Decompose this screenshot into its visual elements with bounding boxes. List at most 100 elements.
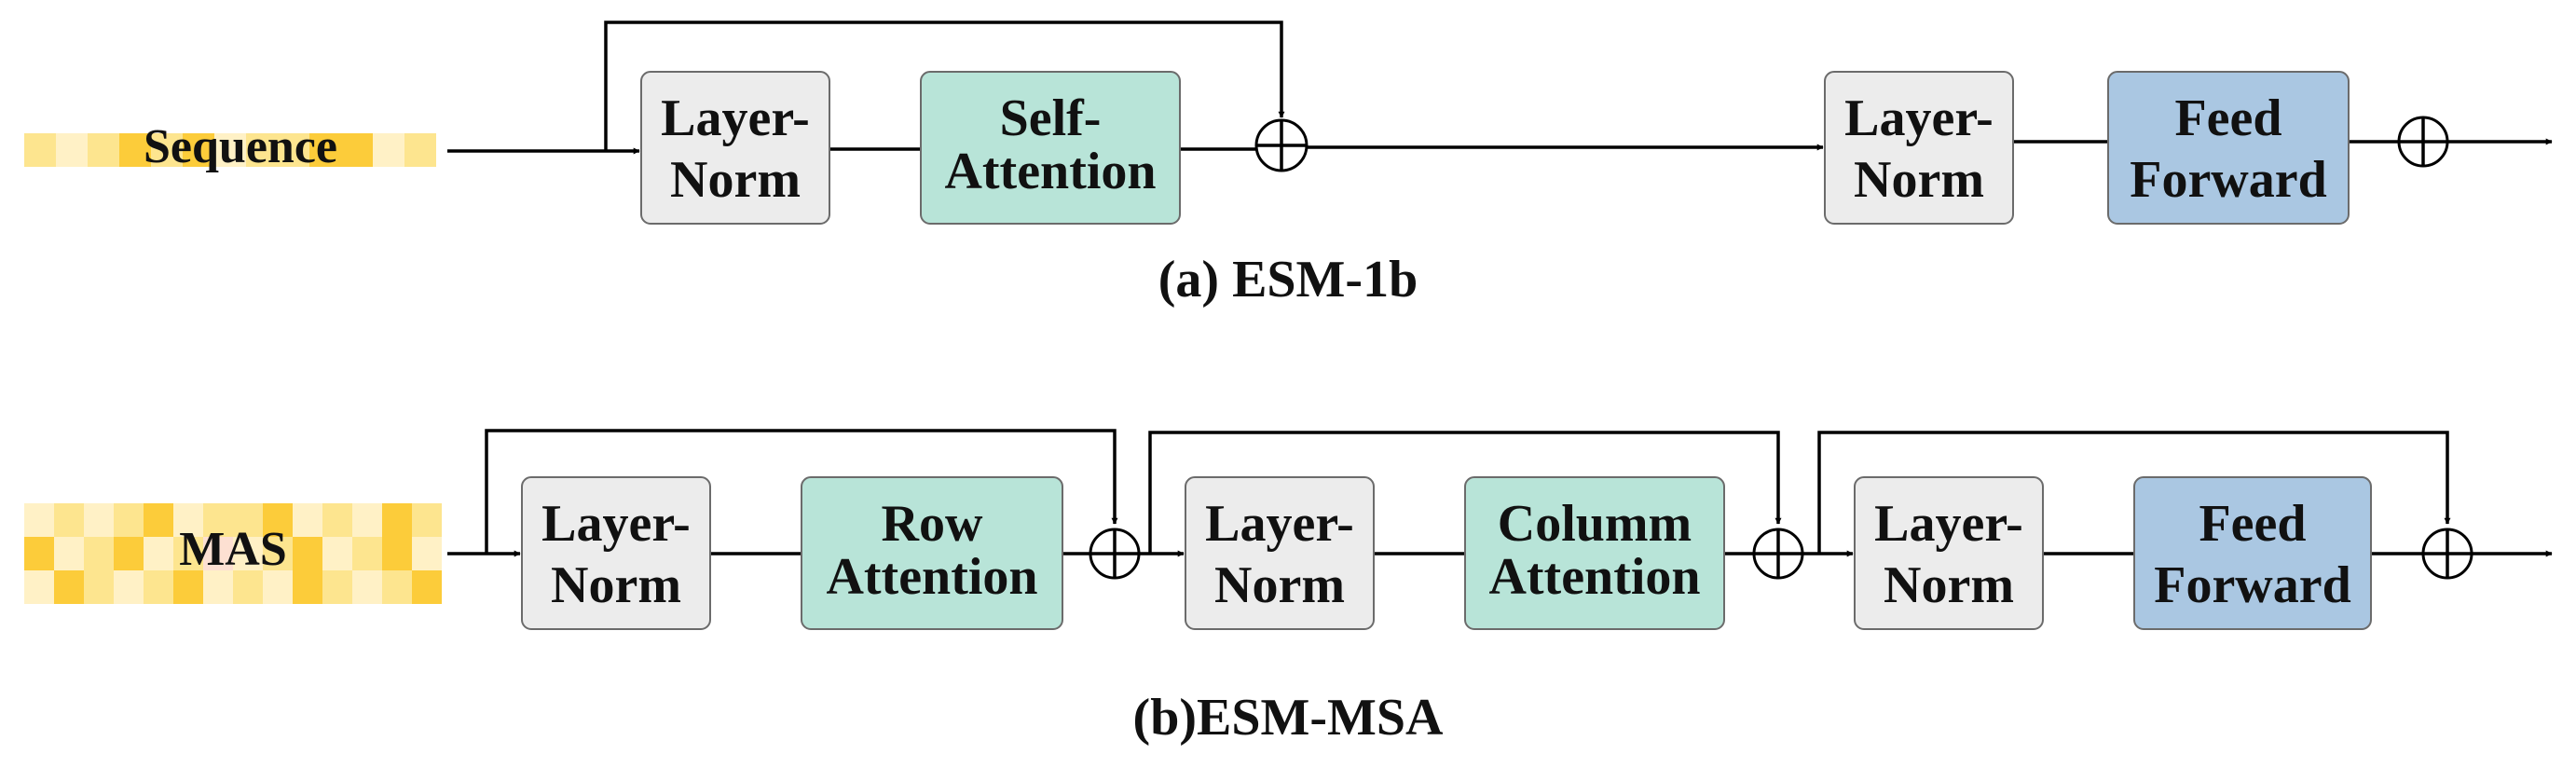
sequence-tile xyxy=(278,133,309,167)
caption-b: (b)ESM-MSA xyxy=(1133,689,1444,747)
mas-tile xyxy=(382,503,412,537)
mas-tile xyxy=(233,503,263,537)
sequence-tile xyxy=(309,133,341,167)
residual-connection xyxy=(604,21,1285,151)
mas-tile xyxy=(24,537,54,570)
mas-tile xyxy=(84,503,114,537)
add-operator xyxy=(1752,528,1804,580)
sequence-tile xyxy=(56,133,88,167)
mas-tile xyxy=(24,503,54,537)
mas-tile xyxy=(352,570,382,604)
mas-tile xyxy=(24,570,54,604)
esm-msa-diagram: MAS Layer- Norm Row Attention xyxy=(24,429,2553,747)
caption-a: (a) ESM-1b xyxy=(1158,251,1418,309)
layernorm-block: Layer- Norm xyxy=(640,71,830,225)
add-operator xyxy=(1089,528,1141,580)
mas-tile xyxy=(114,570,144,604)
column-attention-line2: Attention xyxy=(1488,548,1700,606)
sequence-tile xyxy=(341,133,373,167)
mas-tile xyxy=(233,570,263,604)
mas-tile xyxy=(144,570,173,604)
mas-tile xyxy=(144,537,173,570)
mas-input: MAS xyxy=(24,503,442,604)
layernorm-block: Layer- Norm xyxy=(1854,476,2044,630)
row-attention-line2: Attention xyxy=(826,548,1037,606)
feed-forward-block: Feed Forward xyxy=(2133,476,2372,630)
mas-tile xyxy=(412,570,442,604)
feedforward-line2: Forward xyxy=(2130,151,2327,209)
sequence-tile xyxy=(214,133,246,167)
mas-tile xyxy=(203,537,233,570)
mas-tile xyxy=(263,570,293,604)
sequence-tile xyxy=(88,133,119,167)
layernorm-line1: Layer- xyxy=(541,495,691,553)
layernorm-line2: Norm xyxy=(1854,151,1984,209)
layernorm-line2: Norm xyxy=(670,151,801,209)
residual-connection xyxy=(485,429,1118,554)
add-operator xyxy=(1254,118,1309,172)
layernorm-block: Layer- Norm xyxy=(1824,71,2014,225)
mas-tile xyxy=(233,537,263,570)
mas-tile xyxy=(352,503,382,537)
residual-connection xyxy=(1148,431,1782,554)
mas-tile xyxy=(293,570,322,604)
mas-tile xyxy=(203,503,233,537)
mas-tile xyxy=(84,570,114,604)
feed-forward-block: Feed Forward xyxy=(2107,71,2350,225)
mas-tile xyxy=(54,537,84,570)
row-attention-block: Row Attention xyxy=(801,476,1063,630)
layernorm-line1: Layer- xyxy=(1205,495,1354,553)
layernorm-line2: Norm xyxy=(551,556,681,614)
mas-tile xyxy=(352,537,382,570)
layernorm-line2: Norm xyxy=(1884,556,2014,614)
layernorm-line1: Layer- xyxy=(1844,89,1994,147)
esm-1b-diagram: Sequence Layer- Norm Self- Attention xyxy=(24,21,2553,309)
mas-tile xyxy=(203,570,233,604)
sequence-tile xyxy=(24,133,56,167)
mas-tile xyxy=(263,503,293,537)
mas-tile xyxy=(322,537,352,570)
self-attention-block: Self- Attention xyxy=(920,71,1181,225)
layernorm-line2: Norm xyxy=(1214,556,1345,614)
column-attention-line1: Columm xyxy=(1498,495,1692,553)
attention-line2: Attention xyxy=(944,143,1156,200)
mas-tile xyxy=(322,503,352,537)
sequence-tiles xyxy=(24,133,436,167)
mas-tile xyxy=(173,570,203,604)
mas-tile xyxy=(412,537,442,570)
sequence-label: Sequence xyxy=(144,120,337,173)
attention-line1: Self- xyxy=(1000,89,1102,147)
mas-tile xyxy=(114,503,144,537)
mas-tile xyxy=(382,570,412,604)
sequence-tile xyxy=(373,133,404,167)
mas-tile xyxy=(293,537,322,570)
mas-tile xyxy=(412,503,442,537)
layernorm-block: Layer- Norm xyxy=(521,476,711,630)
sequence-tile xyxy=(183,133,214,167)
add-operator xyxy=(2397,116,2449,168)
sequence-tile xyxy=(151,133,183,167)
mas-tile xyxy=(173,503,203,537)
layernorm-block: Layer- Norm xyxy=(1185,476,1375,630)
row-attention-line1: Row xyxy=(882,495,983,553)
sequence-input: Sequence xyxy=(24,120,436,173)
mas-tiles xyxy=(24,503,442,604)
mas-tile xyxy=(173,537,203,570)
mas-tile xyxy=(54,503,84,537)
feedforward-line1: Feed xyxy=(2174,89,2281,147)
sequence-tile xyxy=(119,133,151,167)
mas-tile xyxy=(114,537,144,570)
layernorm-line1: Layer- xyxy=(661,89,810,147)
mas-tile xyxy=(322,570,352,604)
sequence-tile xyxy=(246,133,278,167)
residual-connection xyxy=(1817,431,2451,554)
mas-tile xyxy=(144,503,173,537)
mas-tile xyxy=(293,503,322,537)
mas-tile xyxy=(84,537,114,570)
mas-label: MAS xyxy=(179,523,287,576)
mas-tile xyxy=(382,537,412,570)
layernorm-line1: Layer- xyxy=(1874,495,2023,553)
column-attention-block: Columm Attention xyxy=(1464,476,1725,630)
mas-tile xyxy=(54,570,84,604)
